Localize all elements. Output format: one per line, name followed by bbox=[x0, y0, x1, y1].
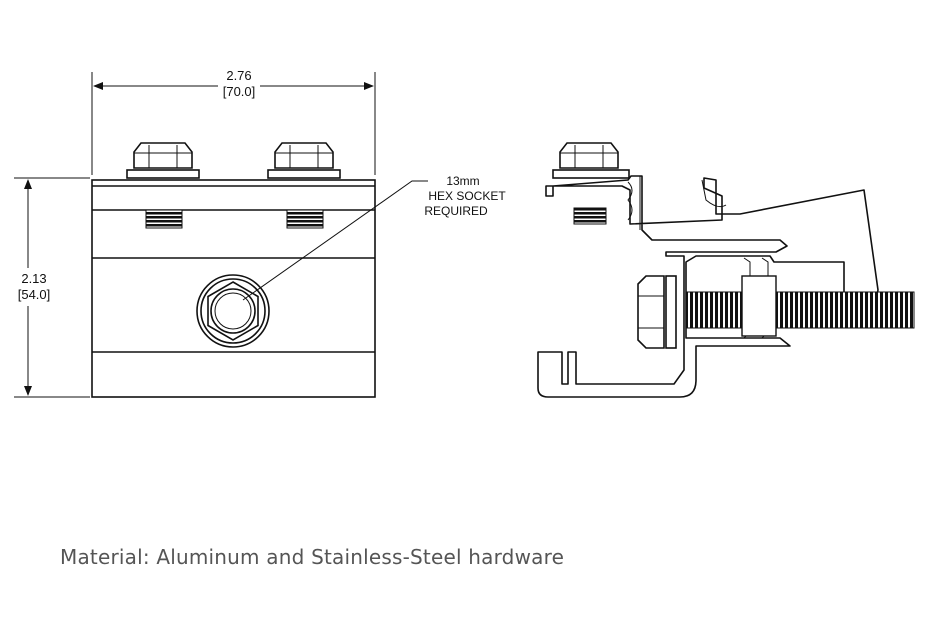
height-inch-label: 2.13 bbox=[21, 271, 46, 286]
width-mm-label: [70.0] bbox=[223, 84, 256, 99]
front-view: 2.76 [70.0] 2.13 [54.0] bbox=[14, 68, 506, 398]
socket-callout: 13mm HEX SOCKET REQUIRED bbox=[242, 174, 506, 301]
callout-line2: HEX SOCKET bbox=[428, 189, 506, 203]
hex-socket bbox=[196, 274, 270, 348]
material-caption: Material: Aluminum and Stainless-Steel h… bbox=[60, 545, 565, 569]
bolt-right bbox=[267, 142, 341, 229]
height-mm-label: [54.0] bbox=[18, 287, 51, 302]
side-bolt-top bbox=[552, 142, 630, 225]
bolt-left bbox=[126, 142, 200, 229]
width-inch-label: 2.76 bbox=[226, 68, 251, 83]
width-dimension: 2.76 [70.0] bbox=[91, 68, 376, 175]
callout-line3: REQUIRED bbox=[424, 204, 488, 218]
side-view bbox=[537, 142, 915, 398]
height-dimension: 2.13 [54.0] bbox=[14, 177, 90, 398]
side-set-screw bbox=[637, 275, 915, 349]
callout-size: 13mm bbox=[446, 174, 479, 188]
